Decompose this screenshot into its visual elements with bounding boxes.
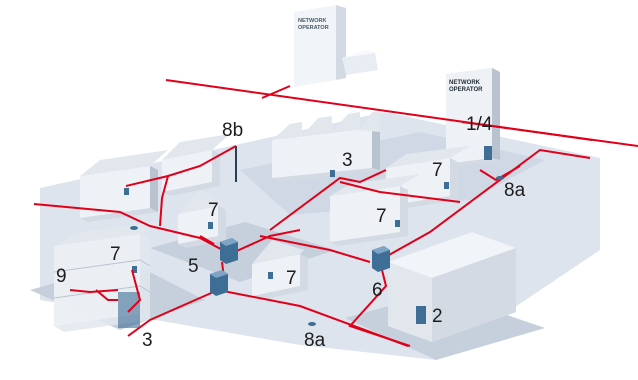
operator-top-label-line1: NETWORK [298, 18, 326, 24]
office-building-large [388, 232, 516, 342]
label-7-right-lower: 7 [376, 206, 387, 227]
label-6: 6 [372, 280, 383, 301]
label-3-bottom: 3 [142, 330, 153, 351]
label-7-small-house: 7 [286, 268, 297, 289]
house-small-device-icon [268, 272, 273, 279]
label-8b: 8b [222, 120, 243, 141]
diagram-labels: 8b 3 1/4 7 8a 7 7 7 9 5 7 6 2 3 8a [56, 114, 526, 351]
house-back-left [80, 150, 168, 222]
label-8a-right: 8a [504, 180, 526, 201]
distribution-cabinet-6 [372, 246, 390, 272]
factory-building [272, 112, 380, 182]
apartment-building-left [53, 220, 166, 332]
label-3-factory: 3 [342, 150, 353, 171]
label-1-4: 1/4 [466, 114, 493, 135]
distribution-cabinet-center [220, 238, 238, 264]
office-cabinet-icon [416, 306, 426, 324]
house-right-lower [330, 174, 420, 246]
label-7-right-upper: 7 [432, 160, 443, 181]
operator-cabinet-icon [484, 146, 492, 160]
label-2: 2 [432, 306, 443, 327]
operator-right-label-line2: OPERATOR [449, 87, 483, 93]
operator-top-label-line2: OPERATOR [298, 25, 329, 31]
label-8a-bottom: 8a [304, 330, 326, 351]
house-right-upper-device-icon [444, 182, 449, 189]
label-9: 9 [56, 266, 67, 287]
network-operator-building-top: NETWORK OPERATOR [294, 5, 380, 87]
factory-device-icon [330, 170, 335, 177]
operator-right-label-line1: NETWORK [449, 80, 481, 86]
house-small [252, 240, 308, 300]
label-5: 5 [188, 256, 199, 277]
cable-junctions [130, 176, 504, 326]
label-7-center: 7 [208, 200, 219, 221]
network-operator-building-right: NETWORK OPERATOR [446, 68, 500, 168]
label-7-left-building: 7 [110, 244, 121, 265]
distribution-cabinet-5 [210, 270, 228, 296]
house-back-left-device-icon [124, 188, 129, 195]
house-right-upper [386, 146, 470, 210]
cable-network [33, 79, 638, 347]
apartment-device-icon [132, 266, 137, 273]
house-center-device-icon [208, 222, 213, 229]
house-right-lower-device-icon [395, 220, 400, 227]
